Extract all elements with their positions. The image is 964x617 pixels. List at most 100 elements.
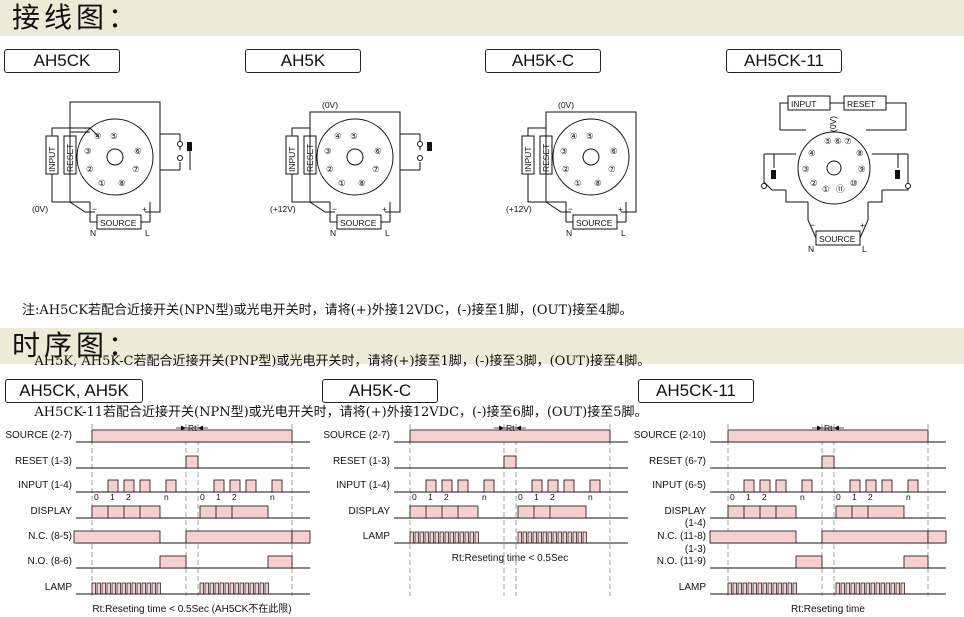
- lamp-pulse: [439, 531, 444, 544]
- n-label: N: [90, 228, 96, 238]
- signal-pulse: [267, 555, 293, 569]
- count-label: n: [906, 492, 911, 502]
- supply-label: (+12V): [506, 204, 532, 214]
- timing-section-band: 时序图：: [0, 328, 964, 364]
- lamp-pulse: [577, 531, 582, 544]
- count-label: 0: [730, 492, 735, 502]
- lamp-pulse: [141, 582, 146, 595]
- l-label: L: [621, 228, 626, 238]
- timing-chart-ah5ck-11: SOURCE (2-10)RESET (6-7)INPUT (6-5)DISPL…: [634, 423, 947, 615]
- svg-text:⑪: ⑪: [836, 184, 845, 194]
- count-label: 2: [868, 492, 873, 502]
- minus-label: −: [568, 204, 573, 214]
- lamp-pulse: [101, 582, 106, 595]
- l-label: L: [385, 228, 390, 238]
- count-label: n: [270, 492, 275, 502]
- lamp-pulse: [542, 531, 547, 544]
- signal-pulse: [821, 455, 835, 469]
- signal-label: INPUT (1-4): [18, 480, 72, 491]
- lamp-pulse: [782, 582, 787, 595]
- timing-section-title: 时序图：: [12, 329, 141, 362]
- plus-label: +: [142, 204, 147, 214]
- signal-pulse: [291, 530, 311, 544]
- lamp-pulse: [464, 531, 469, 544]
- svg-text:⑩: ⑩: [850, 178, 858, 188]
- wiring-model-label-ah5k: AH5K: [245, 49, 361, 73]
- timing-caption: Rt:Reseting time: [791, 604, 865, 615]
- reset-label: RESET: [305, 144, 315, 172]
- svg-text:⑤: ⑤: [110, 131, 118, 141]
- lamp-pulse: [845, 582, 850, 595]
- signal-pulse: [775, 479, 787, 493]
- count-label: 0: [200, 492, 205, 502]
- lamp-pulse: [239, 582, 244, 595]
- lamp-pulse: [572, 531, 577, 544]
- signal-pulse: [531, 479, 543, 493]
- signal-pulse: [503, 455, 517, 469]
- lamp-pulse: [850, 582, 855, 595]
- wiring-model-label-ah5k-c: AH5K-C: [485, 49, 601, 73]
- lamp-pulse: [434, 531, 439, 544]
- lamp-pulse: [214, 582, 219, 595]
- wiring-notes: 注:AH5CK若配合近接开关(NPN型)或光电开关时，请将(+)外接12VDC，…: [22, 268, 650, 438]
- signal-label: LAMP: [363, 531, 391, 542]
- signal-pulse: [425, 479, 437, 493]
- svg-text:⑦: ⑦: [372, 164, 380, 174]
- lamp-pulse: [414, 531, 419, 544]
- note-line-3: AH5CK-11若配合近接开关(NPN型)或光电开关时，请将(+)外接12VDC…: [22, 405, 648, 420]
- lamp-pulse: [146, 582, 151, 595]
- count-label: 1: [110, 492, 115, 502]
- lamp-pulse: [727, 582, 732, 595]
- lamp-pulse: [517, 531, 522, 544]
- signal-pulse: [107, 479, 119, 493]
- count-label: 1: [534, 492, 539, 502]
- svg-text:⑥: ⑥: [834, 136, 842, 146]
- timing-model-label-ah5ck-11: AH5CK-11: [638, 379, 754, 403]
- signal-label: SOURCE (2-10): [634, 430, 706, 441]
- signal-label: LAMP: [679, 582, 707, 593]
- signal-pulse: [457, 479, 469, 493]
- signal-pulse: [563, 479, 575, 493]
- socket-outline: [80, 101, 161, 213]
- lamp-pulse: [567, 531, 572, 544]
- plus-label: +: [618, 204, 623, 214]
- supply-label: (0V): [32, 204, 48, 214]
- svg-text:④: ④: [808, 148, 816, 158]
- svg-text:③: ③: [84, 146, 92, 156]
- wiring-section-band: 接线图：: [0, 0, 964, 36]
- lamp-pulse: [772, 582, 777, 595]
- lamp-pulse: [419, 531, 424, 544]
- input-label: INPUT: [791, 99, 817, 109]
- signal-pulse: [903, 555, 929, 569]
- svg-text:①: ①: [574, 178, 582, 188]
- timing-model-label-ah5k-c: AH5K-C: [322, 379, 438, 403]
- signal-pulse: [483, 479, 495, 493]
- wiring-model-label-ah5ck: AH5CK: [4, 49, 120, 73]
- rt-arrow-head-right: [516, 425, 521, 431]
- signal-pulse: [727, 429, 929, 443]
- lamp-pulse: [244, 582, 249, 595]
- svg-text:⑤: ⑤: [824, 136, 832, 146]
- svg-text:⑧: ⑧: [358, 178, 366, 188]
- signal-label: N.O. (8-6): [28, 556, 72, 567]
- signal-pulse: [727, 505, 797, 519]
- lamp-pulse: [469, 531, 474, 544]
- top-label: (0V): [322, 100, 338, 110]
- lamp-pulse: [860, 582, 865, 595]
- rt-arrow-head-left: [181, 425, 186, 431]
- lamp-pulse: [880, 582, 885, 595]
- signal-pulse: [801, 479, 813, 493]
- count-label: 1: [852, 492, 857, 502]
- count-label: n: [800, 492, 805, 502]
- lamp-pulse: [429, 531, 434, 544]
- signal-pulse: [821, 530, 929, 544]
- signal-pulse: [589, 479, 601, 493]
- lamp-pulse: [890, 582, 895, 595]
- input-label: INPUT: [523, 147, 533, 173]
- signal-label: SOURCE (2-7): [323, 430, 390, 441]
- input-label: INPUT: [47, 147, 57, 173]
- lamp-pulse: [424, 531, 429, 544]
- lamp-pulse: [885, 582, 890, 595]
